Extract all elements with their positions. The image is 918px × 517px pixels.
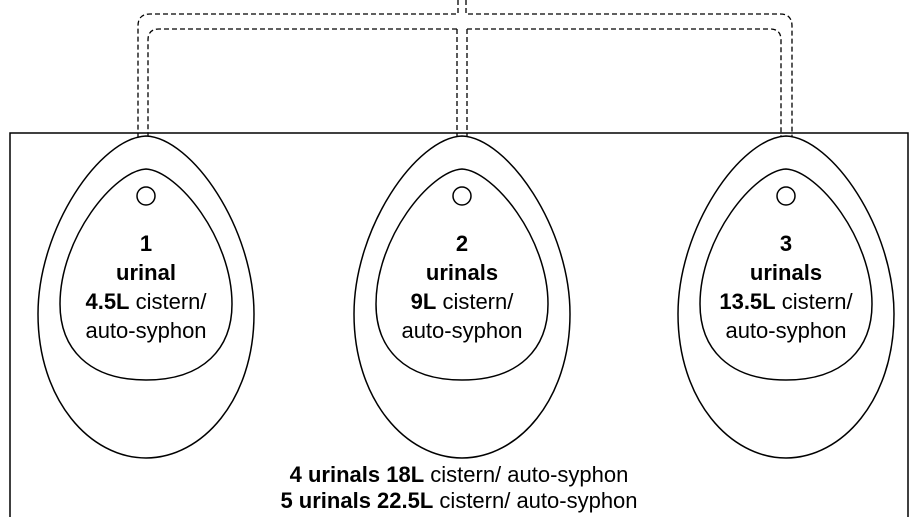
urinal-bowl-inner bbox=[59, 168, 233, 381]
syphon-text: auto-syphon bbox=[85, 318, 207, 343]
footer-note-4-urinals: 4 urinals 18L cistern/ auto-syphon bbox=[0, 462, 918, 488]
urinal-bowl-inner bbox=[375, 168, 549, 381]
urinal-2 bbox=[353, 135, 571, 459]
urinal-count: 2 bbox=[455, 231, 469, 256]
cistern-volume: 13.5L bbox=[719, 289, 776, 314]
cistern-text: cistern/ bbox=[436, 289, 514, 314]
cistern-volume: 9L bbox=[410, 289, 437, 314]
wall-panel bbox=[9, 132, 909, 517]
syphon-text: auto-syphon bbox=[401, 318, 523, 343]
urinal-count: 3 bbox=[779, 231, 793, 256]
footer-note-5-urinals: 5 urinals 22.5L cistern/ auto-syphon bbox=[0, 488, 918, 514]
cistern-line: 9L cistern/ bbox=[377, 287, 547, 316]
urinal-word: urinals bbox=[749, 260, 823, 285]
urinal-bowl-inner bbox=[699, 168, 873, 381]
footer-bold: 4 urinals 18L bbox=[289, 462, 425, 487]
cistern-text: cistern/ bbox=[775, 289, 853, 314]
urinal-word: urinals bbox=[425, 260, 499, 285]
cistern-line: 4.5L cistern/ bbox=[61, 287, 231, 316]
urinal-3 bbox=[677, 135, 895, 459]
syphon-text: auto-syphon bbox=[725, 318, 847, 343]
cistern-text: cistern/ bbox=[129, 289, 207, 314]
urinal-2-label: 2 urinals 9L cistern/ auto-syphon bbox=[377, 229, 547, 345]
footer-rest: cistern/ auto-syphon bbox=[424, 462, 629, 487]
urinal-count: 1 bbox=[139, 231, 153, 256]
urinal-outlet bbox=[452, 186, 472, 206]
flush-pipework bbox=[137, 0, 793, 138]
urinal-word: urinal bbox=[116, 260, 176, 285]
urinal-1 bbox=[37, 135, 255, 459]
cistern-volume: 4.5L bbox=[85, 289, 130, 314]
footer-rest: cistern/ auto-syphon bbox=[433, 488, 638, 513]
urinal-outlet bbox=[776, 186, 796, 206]
urinal-3-label: 3 urinals 13.5L cistern/ auto-syphon bbox=[701, 229, 871, 345]
footer-bold: 5 urinals 22.5L bbox=[280, 488, 434, 513]
urinal-outlet bbox=[136, 186, 156, 206]
urinal-1-label: 1 urinal 4.5L cistern/ auto-syphon bbox=[61, 229, 231, 345]
cistern-line: 13.5L cistern/ bbox=[701, 287, 871, 316]
